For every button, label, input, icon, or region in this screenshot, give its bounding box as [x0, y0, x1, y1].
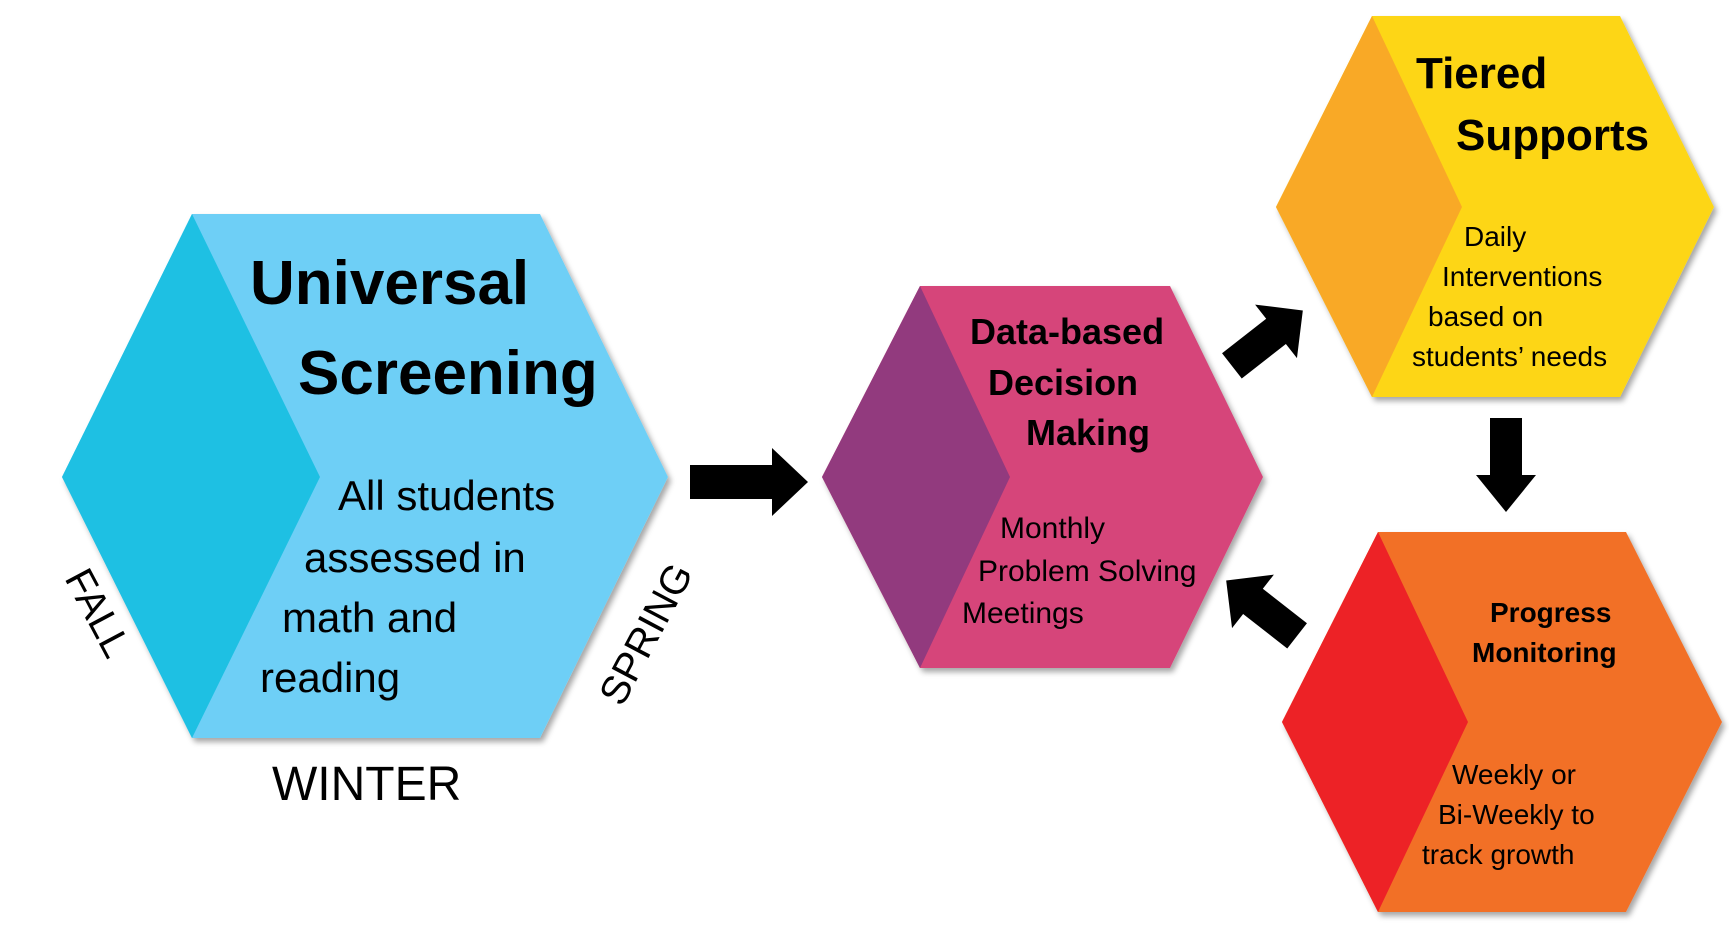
universal-body-line3: math and	[282, 594, 457, 641]
season-winter-label: WINTER	[272, 758, 461, 811]
tiered-body-line2: Interventions	[1442, 261, 1602, 292]
universal-screening-hexagon: Universal Screening All students assesse…	[62, 214, 668, 738]
arrow-to-progress	[1476, 418, 1536, 512]
arrow-to-tiered	[1222, 304, 1303, 379]
decision-title-line1: Data-based	[970, 311, 1164, 352]
progress-title-line1: Progress	[1490, 597, 1611, 628]
universal-body-line1: All students	[338, 472, 555, 519]
arrow-to-decision-return	[1226, 574, 1307, 649]
progress-hex-left-facet	[1282, 532, 1468, 912]
decision-body-line3: Meetings	[962, 597, 1084, 630]
arrow-to-decision	[690, 448, 808, 516]
decision-body-line1: Monthly	[1000, 512, 1105, 545]
decision-making-hexagon: Data-based Decision Making Monthly Probl…	[822, 286, 1263, 668]
tiered-title-line1: Tiered	[1416, 49, 1547, 98]
tiered-body-line4: students’ needs	[1412, 341, 1607, 372]
progress-body-line3: track growth	[1422, 839, 1575, 870]
tiered-body-line1: Daily	[1464, 221, 1526, 252]
universal-title-line2: Screening	[298, 339, 598, 408]
progress-monitoring-hexagon: Progress Monitoring Weekly or Bi-Weekly …	[1282, 532, 1722, 912]
universal-title-line1: Universal	[250, 249, 529, 318]
decision-title-line3: Making	[1026, 412, 1150, 453]
tiered-supports-hexagon: Tiered Supports Daily Interventions base…	[1276, 16, 1714, 397]
tiered-hex-left-facet	[1276, 16, 1462, 397]
decision-body-line2: Problem Solving	[978, 555, 1196, 588]
decision-hex-left-facet	[822, 286, 1010, 668]
decision-title-line2: Decision	[988, 362, 1138, 403]
universal-body-line4: reading	[260, 654, 400, 701]
universal-body-line2: assessed in	[304, 534, 526, 581]
progress-body-line2: Bi-Weekly to	[1438, 799, 1595, 830]
tiered-title-line2: Supports	[1456, 111, 1649, 160]
progress-body-line1: Weekly or	[1452, 759, 1576, 790]
universal-hex-left-facet	[62, 214, 320, 738]
progress-title-line2: Monitoring	[1472, 637, 1617, 668]
tiered-body-line3: based on	[1428, 301, 1543, 332]
